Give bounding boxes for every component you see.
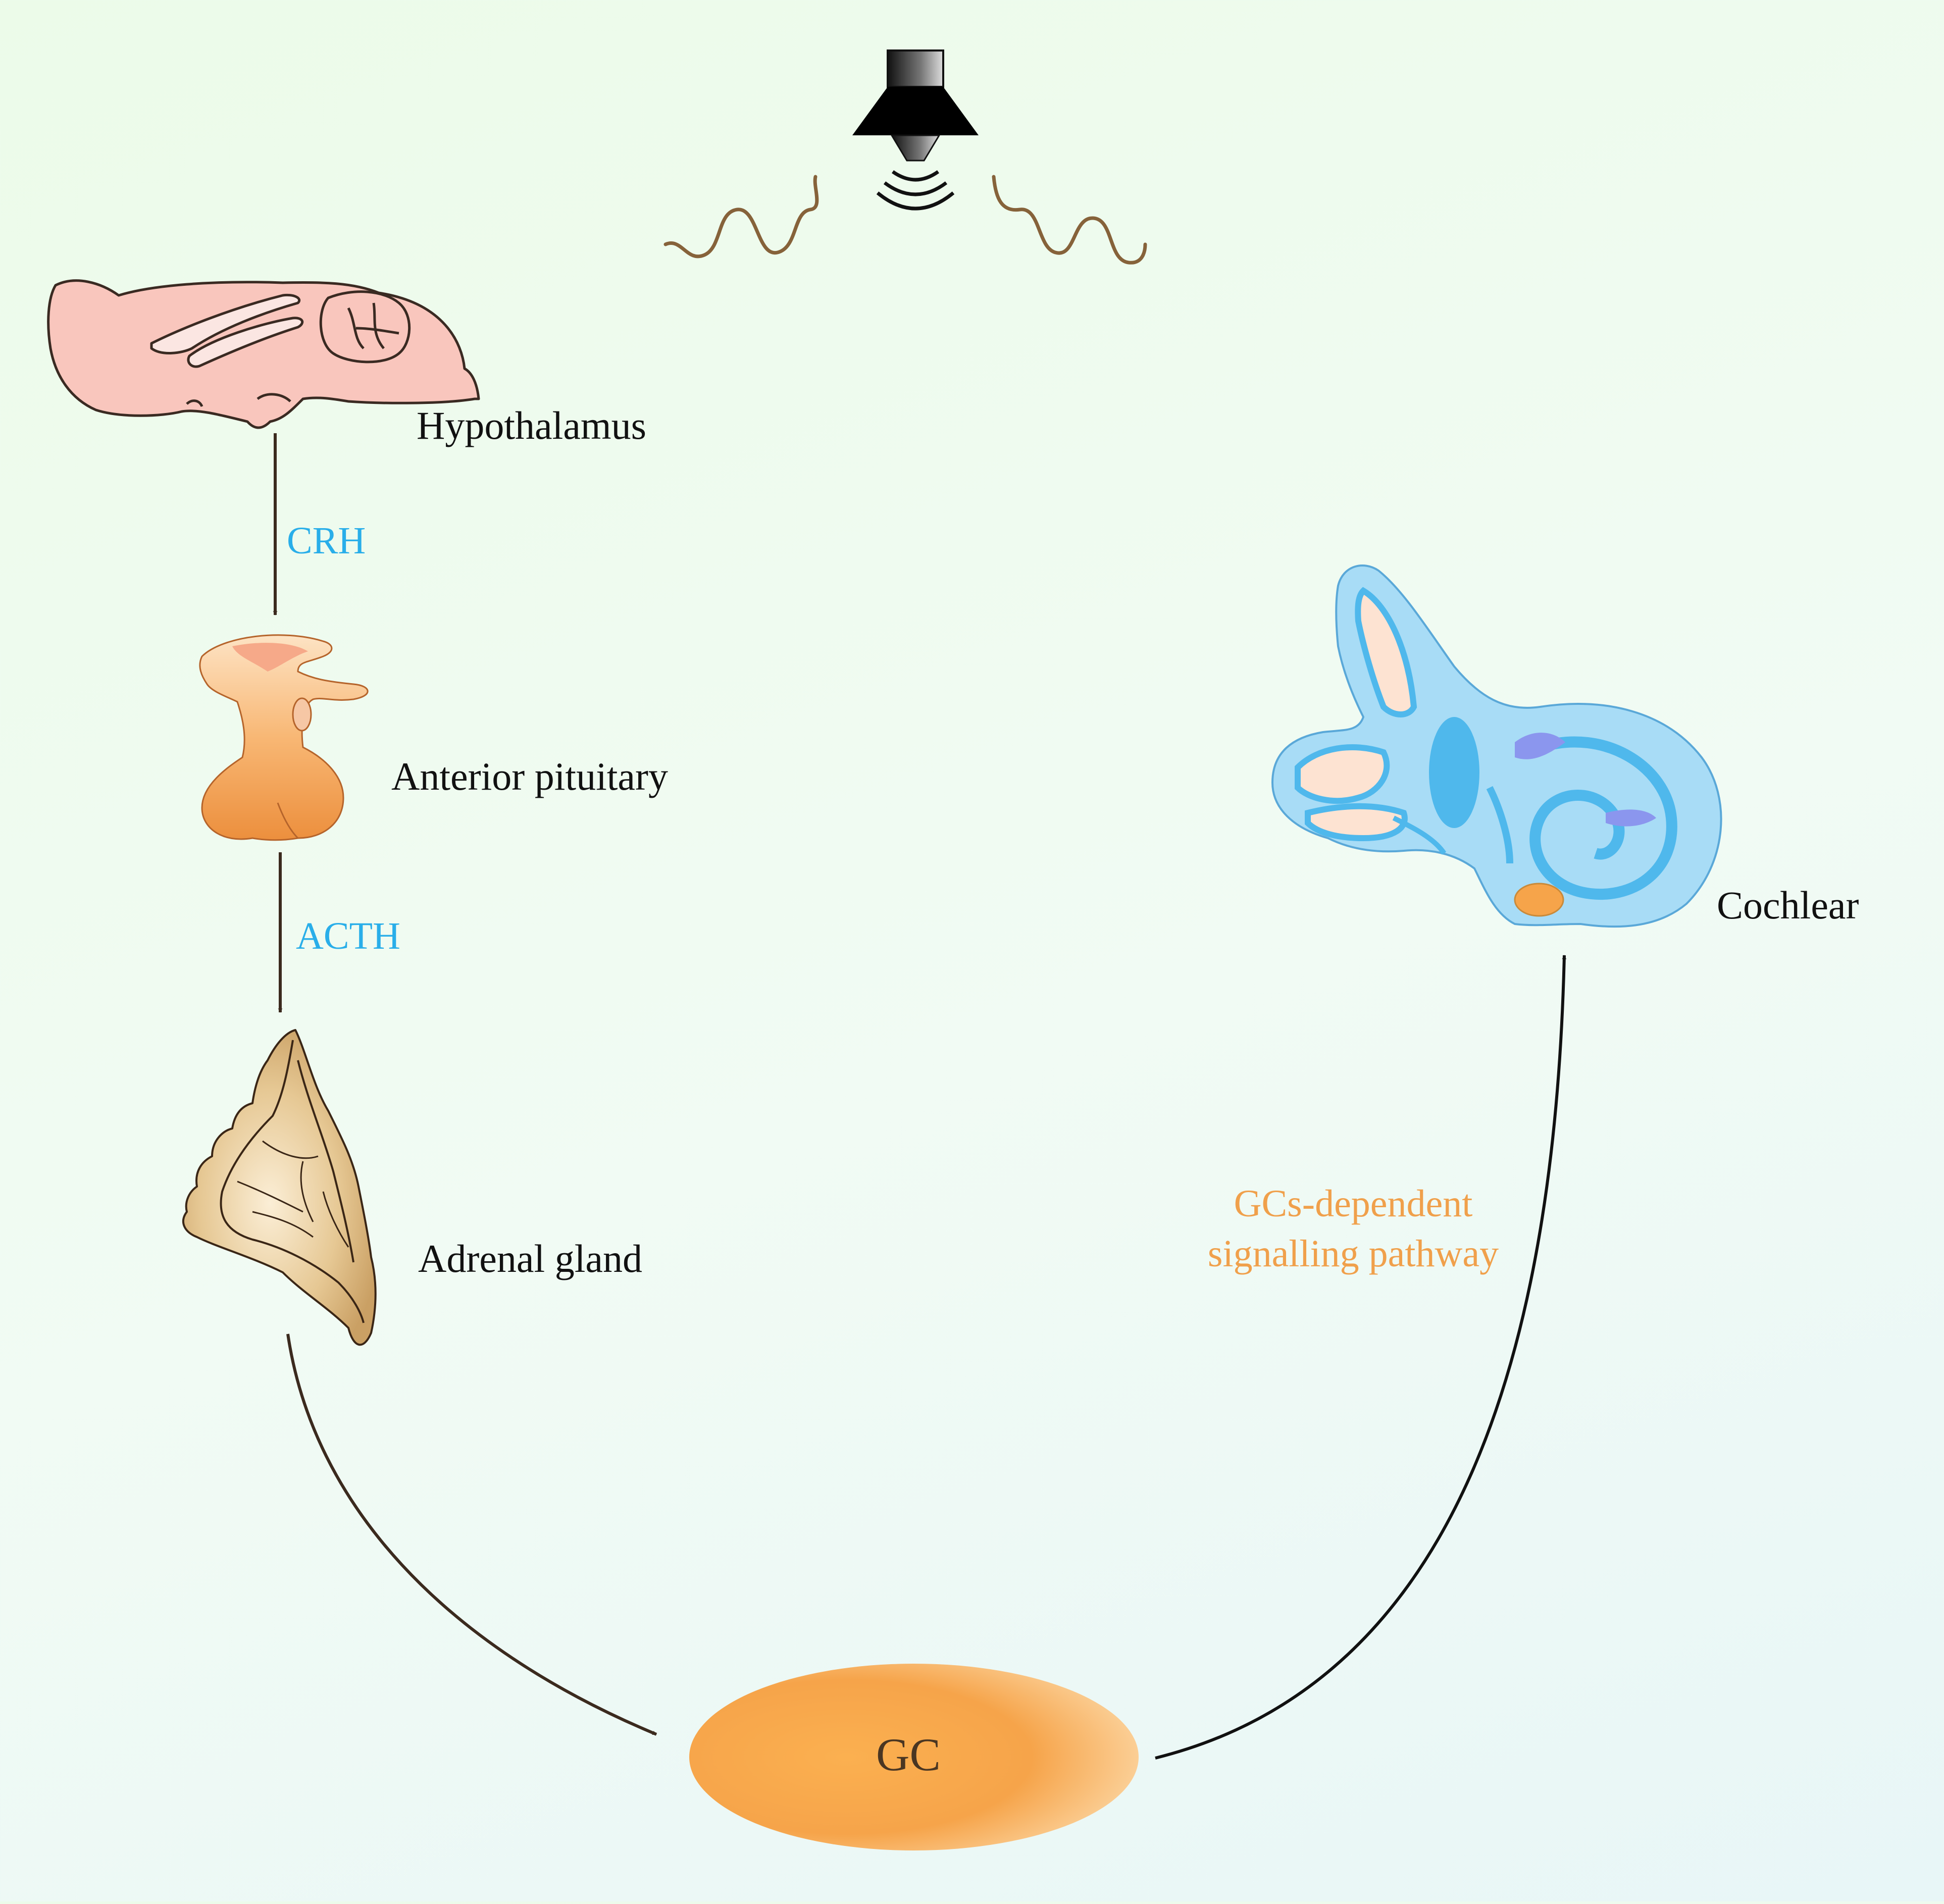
cochlear-label: Cochlear bbox=[1717, 883, 1859, 927]
sound-wave-right-icon bbox=[992, 175, 1147, 265]
pathway-label-line2: signalling pathway bbox=[1207, 1232, 1499, 1275]
hypothalamus-label: Hypothalamus bbox=[417, 403, 646, 447]
anterior-pituitary-label: Anterior pituitary bbox=[391, 754, 669, 798]
pathway-label: GCs-dependent signalling pathway bbox=[1176, 1179, 1530, 1279]
adrenal-gland-label: Adrenal gland bbox=[418, 1237, 643, 1280]
pathway-label-line1: GCs-dependent bbox=[1234, 1182, 1473, 1225]
crh-label: CRH bbox=[287, 520, 366, 562]
speaker-icon bbox=[852, 49, 979, 211]
arrow-gc-to-cochlear bbox=[1155, 955, 1567, 1760]
sound-wave-left-icon bbox=[663, 175, 819, 259]
acth-label: ACTH bbox=[296, 915, 400, 957]
adrenal-gland-icon bbox=[182, 1029, 377, 1346]
pituitary-icon bbox=[199, 634, 369, 841]
gc-ellipse bbox=[689, 1664, 1139, 1850]
arrow-adrenal-to-gc bbox=[286, 1333, 657, 1736]
brain-icon bbox=[47, 279, 480, 429]
gc-label: GC bbox=[876, 1729, 941, 1780]
cochlea-icon bbox=[1271, 564, 1722, 928]
